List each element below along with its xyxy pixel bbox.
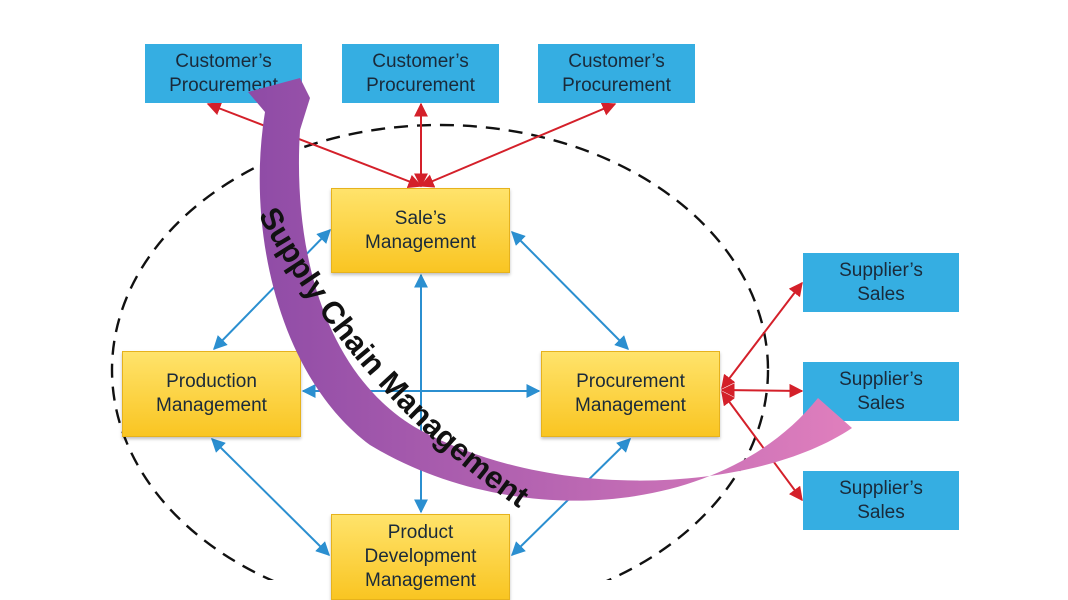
box-label-line: Sales xyxy=(857,283,905,305)
banner-layer: Supply Chain Management xyxy=(248,78,852,514)
sales-management-box: Sale’s Management xyxy=(331,188,510,273)
box-label-line: Management xyxy=(575,395,686,416)
arrow-sales-production xyxy=(213,228,331,351)
arrow-sales-to-customer-3 xyxy=(419,102,617,188)
supply-chain-label: Supply Chain Management xyxy=(252,201,535,514)
box-label-line: Procurement xyxy=(169,74,278,96)
box-label-line: Development xyxy=(364,546,477,567)
production-management-box: Production Management xyxy=(122,351,301,437)
customer-procurement-box-2: Customer’s Procurement xyxy=(342,44,499,103)
arrow-procurement-to-supplier-3 xyxy=(721,390,803,502)
box-label-line: Production xyxy=(166,371,257,392)
box-label-line: Procurement xyxy=(562,74,671,96)
supplier-sales-box-1: Supplier’s Sales xyxy=(803,253,959,312)
box-label-line: Supplier’s xyxy=(839,259,923,281)
box-label-line: Procurement xyxy=(366,74,475,96)
box-label-line: Customer’s xyxy=(175,50,272,72)
box-label-line: Sales xyxy=(857,392,905,414)
box-label-line: Management xyxy=(365,231,476,253)
box-label-line: Supplier’s xyxy=(839,477,923,499)
supply-chain-diagram: Customer’s Procurement Customer’s Procur… xyxy=(110,44,959,600)
box-label-line: Sales xyxy=(857,501,905,523)
procurement-management-box: Procurement Management xyxy=(541,351,720,437)
arrow-sales-procurement xyxy=(511,231,629,350)
box-label-line: Customer’s xyxy=(568,50,665,72)
supply-chain-label-text: Supply Chain Management xyxy=(252,201,535,514)
box-label-line: Management xyxy=(156,395,267,416)
box-label-line: Sale’s xyxy=(394,207,447,229)
arrow-sales-to-customer-1 xyxy=(206,101,423,189)
box-label-line: Supplier’s xyxy=(839,368,923,390)
box-label-line: Customer’s xyxy=(372,50,469,72)
arrow-procurement-to-supplier-2 xyxy=(720,383,804,398)
arrow-procurement-to-supplier-1 xyxy=(721,281,803,390)
box-label-line: Product xyxy=(387,522,454,543)
arrow-production-productdev xyxy=(211,438,330,556)
supplier-sales-box-3: Supplier’s Sales xyxy=(803,471,959,530)
supply-chain-arrow xyxy=(248,78,852,501)
box-label-line: Procurement xyxy=(576,371,685,392)
customer-procurement-box-3: Customer’s Procurement xyxy=(538,44,695,103)
